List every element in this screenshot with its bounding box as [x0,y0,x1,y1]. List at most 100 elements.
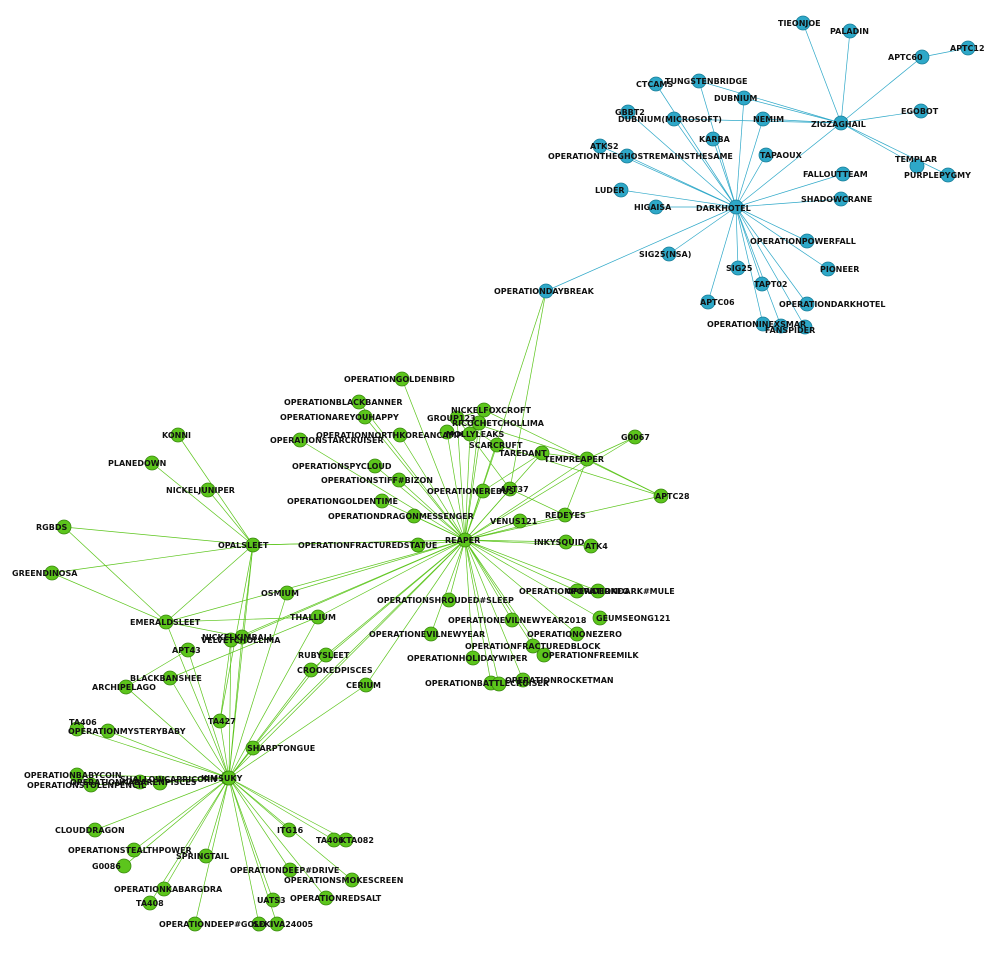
label-ctcams: CTCAMS [636,80,673,89]
label-falloutteam: FALLOUTTEAM [803,170,868,179]
edge-darkhotel-sig25 [736,207,738,268]
label-aptc12: APTC12 [950,44,985,53]
label-rubysleet: RUBYSLEET [298,651,350,660]
label-atk4: ATK4 [585,542,608,551]
label-tieonjoe: TIEONJOE [778,19,821,28]
edge-opalsleet-nickeljuniper [208,490,253,545]
edge-kimsuky-operationkabargdra [164,778,229,889]
label-uats3: UATS3 [257,896,286,905]
edge-zigzaghail-tieonjoe [803,23,841,123]
edge-zigzaghail-purplepygmy [841,123,948,175]
label-planedown: PLANEDOWN [108,459,166,468]
edge-darkhotel-dubnium-microsoft [674,119,736,207]
label-operationonezero: OPERATIONONEZERO [527,630,622,639]
label-operationfracturedstatue: OPERATIONFRACTUREDSTATUE [298,541,437,550]
label-operationblackbanner: OPERATIONBLACKBANNER [284,398,403,407]
label-opalsleet: OPALSLEET [218,541,269,550]
edge-greendinosa-emeraldsleet [52,573,166,622]
edge-reaper-operationshrouded-sleep [449,540,465,600]
label-g0086: G0086 [92,862,121,871]
graph-edges [52,23,968,924]
label-nemim: NEMIM [753,115,784,124]
label-paladin: PALADIN [830,27,869,36]
label-clouddragon: CLOUDDRAGON [55,826,125,835]
label-operationevilnewyear2018: OPERATIONEVILNEWYEAR2018 [448,616,587,625]
edge-reaper-operationpowderkeg [465,540,577,591]
edge-reaper-operationdark-mule [465,540,598,591]
label-operationspycloud: OPERATIONSPYCLOUD [292,462,392,471]
label-inkysquid: INKYSQUID [534,538,585,547]
label-redeyes: REDEYES [545,511,586,520]
label-reaper: REAPER [445,536,480,545]
label-karba: KARBA [699,135,731,144]
label-operationkabargdra: OPERATIONKABARGDRA [114,885,223,894]
label-operationstiff-bizon: OPERATIONSTIFF#BIZON [321,476,433,485]
label-aptc28: APTC28 [655,492,690,501]
label-mollyleaks: MOLLYLEAKS [446,430,504,439]
label-operationshrouded-sleep: OPERATIONSHROUDED#SLEEP [377,596,514,605]
edge-darkhotel-nemim [736,119,763,207]
label-ta427: TA427 [208,717,236,726]
label-ta408: TA408 [136,899,164,908]
label-taredant: TAREDANT [499,449,547,458]
label-sekiva24005: SEKIVA24005 [253,920,314,929]
edge-zigzaghail-paladin [841,31,850,123]
label-velvetchollima: VELVETCHOLLIMA [201,636,281,645]
label-ricochetchollima: RICOCHETCHOLLIMA [452,419,545,428]
label-thallium: THALLIUM [290,613,336,622]
label-shadowcrane: SHADOWCRANE [801,195,872,204]
label-operationredsalt: OPERATIONREDSALT [290,894,382,903]
label-aptc60: APTC60 [888,53,923,62]
label-operationpowerfall: OPERATIONPOWERFALL [750,237,856,246]
label-shallowcapricorn: SHALLOWCAPRICORN [120,775,217,784]
label-operationfracturedblock: OPERATIONFRACTUREDBLOCK [465,642,601,651]
label-tapaoux: TAPAOUX [760,151,803,160]
label-operationareyouhappy: OPERATIONAREYOUHAPPY [280,413,399,422]
label-atks2: ATKS2 [590,142,619,151]
label-operationevilnewyear: OPERATIONEVILNEWYEAR [369,630,485,639]
edge-reaper-emeraldsleet [166,540,465,622]
edge-reaper-thallium [318,540,465,617]
label-operationstarcruiser: OPERATIONSTARCRUISER [270,436,384,445]
label-egobot: EGOBOT [901,107,939,116]
label-rgbds: RGBDS [36,523,67,532]
edge-kimsuky-ta427 [220,721,229,778]
label-higaisa: HIGAISA [634,203,672,212]
label-crookedpisces: CROOKEDPISCES [297,666,373,675]
edge-opalsleet-nickelkimball [242,545,253,637]
label-operationdarkhotel: OPERATIONDARKHOTEL [779,300,886,309]
edge-operationdaybreak-reaper [465,291,546,540]
label-pioneer: PIONEER [820,265,859,274]
label-apt37: APT37 [500,485,529,494]
label-venus121: VENUS121 [490,517,538,526]
label-operationdark-mule: OPERATIONDARK#MULE [566,587,675,596]
label-operationbattlecruiser: OPERATIONBATTLECRUISER [425,679,549,688]
label-blackbanshee: BLACKBANSHEE [130,674,202,683]
label-tungstenbridge: TUNGSTENBRIDGE [665,77,748,86]
label-ta406: TA406 [69,718,97,727]
label-gbbt2: GBBT2 [615,108,645,117]
label-geumseong121: GEUMSEONG121 [596,614,671,623]
label-aptc06: APTC06 [700,298,735,307]
label-darkhotel: DARKHOTEL [696,204,751,213]
edge-opalsleet-emeraldsleet [166,545,253,622]
edge-kimsuky-crookedpisces [229,670,311,778]
edge-kimsuky-cerium [229,685,366,778]
edge-kimsuky-springtail [206,778,229,856]
edge-rgbds-emeraldsleet [64,527,166,622]
edge-opalsleet-planedown [152,463,253,545]
label-dubnium: DUBNIUM [714,94,757,103]
label-luder: LUDER [595,186,625,195]
label-sig25: SIG25 [726,264,753,273]
edge-darkhotel-operationdarkhotel [736,207,807,304]
label-tapt02: TAPT02 [754,280,787,289]
label-tempreaper: TEMPREAPER [544,455,604,464]
edge-reaper-geumseong121 [465,540,600,618]
edge-velvetchollima-ta427 [220,640,231,721]
label-zigzaghail: ZIGZAGHAIL [811,120,866,129]
label-cerium: CERIUM [346,681,381,690]
label-operationdragonmessenger: OPERATIONDRAGONMESSENGER [328,512,474,521]
edge-darkhotel-aptc06 [708,207,736,302]
label-operationtheghostremainsthesame: OPERATIONTHEGHOSTREMAINSTHESAME [548,152,733,161]
